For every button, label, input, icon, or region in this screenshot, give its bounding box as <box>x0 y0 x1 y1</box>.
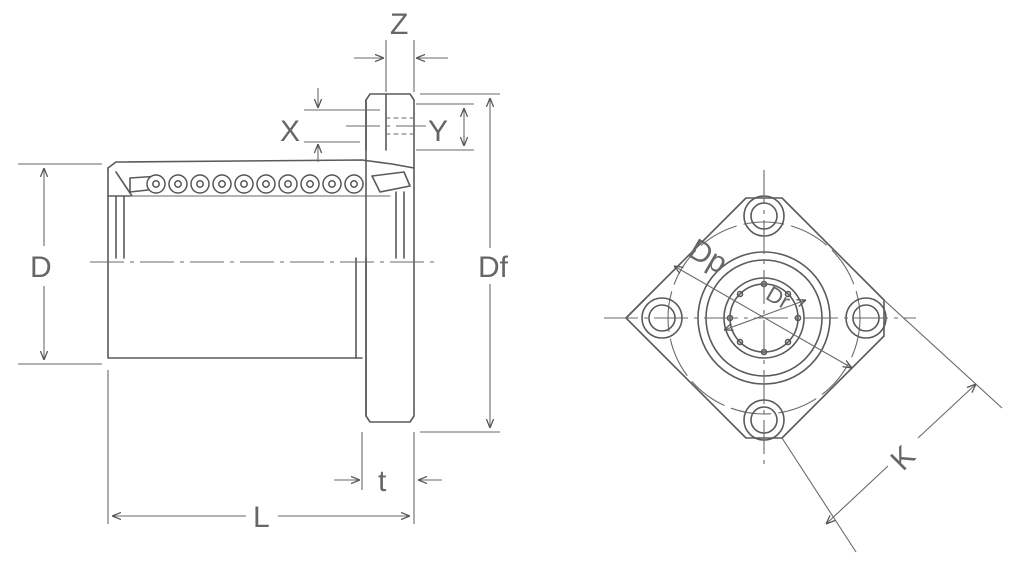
dimension-df: Df <box>420 93 509 433</box>
dimension-label-k: K <box>884 440 921 477</box>
flange <box>346 93 426 423</box>
dimension-y: Y <box>416 103 474 151</box>
dimension-label-dr: Dr <box>762 281 795 314</box>
dimension-label-x: X <box>280 115 300 148</box>
dimension-z: Z <box>354 8 448 92</box>
ball-row <box>146 174 364 194</box>
dimension-label-z: Z <box>390 8 408 41</box>
bushing-body <box>107 159 415 359</box>
dimension-label-l: L <box>253 501 270 534</box>
dimension-label-d: D <box>30 251 52 284</box>
dimension-x: X <box>280 88 380 162</box>
dimension-l: L <box>107 370 415 534</box>
dimension-label-t: t <box>378 465 387 498</box>
dimension-label-df: Df <box>478 251 509 284</box>
dimension-label-dp: Dp <box>683 233 733 281</box>
dimension-label-y: Y <box>428 115 448 148</box>
dimension-d: D <box>18 163 102 365</box>
dimension-t: t <box>334 432 442 498</box>
side-view: D Df L t <box>18 8 509 534</box>
front-view: Dp Dr K <box>604 170 1003 553</box>
dimension-k: K <box>781 299 1003 553</box>
